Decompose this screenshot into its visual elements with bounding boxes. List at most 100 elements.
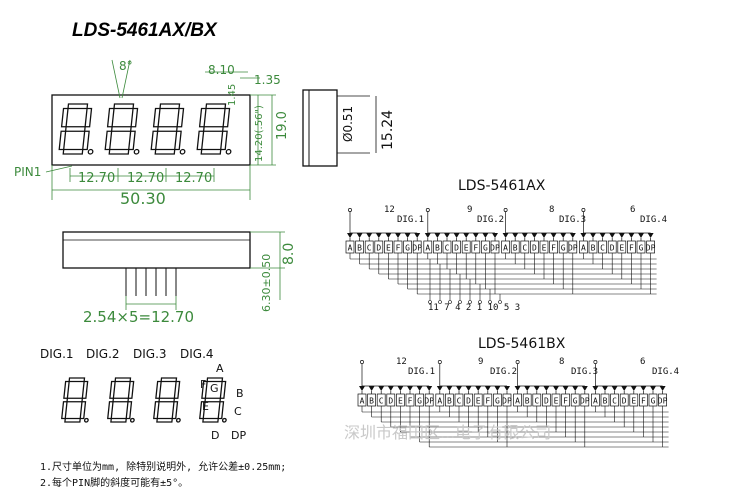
spacing-1: 12.70	[78, 171, 115, 186]
diode-mark	[560, 233, 567, 238]
small-dim-label: 1.45	[227, 84, 238, 106]
diode-mark	[531, 233, 538, 238]
diode-mark	[524, 386, 531, 391]
diode-mark	[514, 386, 521, 391]
diode-mark	[630, 386, 637, 391]
diode-mark	[533, 386, 540, 391]
diode-mark	[424, 233, 431, 238]
seg-label-e: E	[202, 400, 209, 413]
seg-cell-label: F	[629, 244, 634, 253]
diode-mark	[426, 386, 433, 391]
diode-mark	[553, 386, 559, 391]
diode-mark	[521, 233, 528, 238]
diode-mark	[482, 233, 489, 238]
seg-cell-label: B	[369, 397, 374, 406]
seg-cell-label: C	[600, 244, 605, 253]
diode-mark	[453, 233, 460, 238]
seg-cell-label: G	[483, 244, 488, 253]
seg-cell-label: E	[464, 244, 469, 253]
seg-label-g: G	[210, 382, 219, 395]
seg-label-f: F	[200, 378, 206, 391]
diode-mark	[446, 386, 453, 391]
layout-digit-3	[153, 377, 181, 423]
seg-cell-label: DP	[502, 397, 512, 406]
ax-dig-label-1: DIG.1	[397, 215, 424, 225]
diode-mark	[572, 386, 579, 391]
ax-dig-label-3: DIG.3	[559, 215, 586, 225]
seg-cell-label: D	[466, 397, 471, 406]
diode-mark	[650, 386, 656, 391]
seg-cell-label: B	[447, 397, 452, 406]
layout-digit-4	[199, 377, 227, 423]
seg-cell-label: DP	[646, 244, 656, 253]
diode-mark	[407, 386, 413, 391]
seg-cell-label: E	[542, 244, 547, 253]
front-digit-4	[196, 103, 232, 155]
seg-cell-label: D	[622, 397, 627, 406]
dig-label-1: DIG.1	[40, 347, 74, 361]
seg-cell-label: C	[612, 397, 617, 406]
seg-cell-label: E	[554, 397, 559, 406]
schematic-bx-title: LDS-5461BX	[478, 336, 566, 352]
pin-span-label: 2.54×5=12.70	[83, 308, 194, 326]
diode-mark	[465, 386, 472, 391]
seg-cell-label: A	[503, 244, 508, 253]
bx-dig-label-4: DIG.4	[652, 367, 679, 377]
diode-mark	[359, 386, 365, 391]
seg-cell-label: E	[619, 244, 624, 253]
seg-cell-label: DP	[658, 397, 668, 406]
seg-cell-label: G	[561, 244, 566, 253]
diode-mark	[456, 386, 462, 391]
seg-cell-label: A	[348, 244, 353, 253]
diode-mark	[659, 386, 666, 391]
seg-cell-label: A	[581, 244, 586, 253]
lead-height-label: 6.30±0.50	[260, 254, 273, 312]
seg-cell-label: F	[563, 397, 568, 406]
ax-dig-pin-2: 9	[467, 205, 472, 215]
pin1-label: PIN1	[14, 165, 41, 179]
diode-mark	[444, 233, 450, 238]
diode-mark	[368, 386, 375, 391]
seg-cell-label: D	[544, 397, 549, 406]
seg-cell-label: E	[476, 397, 481, 406]
diode-mark	[602, 386, 608, 391]
front-digit-3	[150, 103, 186, 155]
seg-cell-label: C	[367, 244, 372, 253]
pin-diameter-label: Ø0.51	[341, 106, 355, 142]
note-1: 1.尺寸单位为mm, 除特别说明外, 允许公差±0.25mm;	[40, 460, 286, 473]
diode-mark	[416, 386, 423, 391]
seg-cell-label: DP	[424, 397, 434, 406]
seg-label-c: C	[234, 405, 242, 418]
seg-cell-label: DP	[490, 244, 500, 253]
ax-dig-label-2: DIG.2	[477, 215, 504, 225]
digit-layout: DIG.1 DIG.2 DIG.3 DIG.4 A F G B E C D DP	[40, 347, 246, 442]
seg-cell-label: F	[641, 397, 646, 406]
seg-cell-label: B	[513, 244, 518, 253]
diode-mark	[592, 386, 599, 391]
front-view: 8° 8.10 1.35 1.45 14.20(.56") 19.0 PIN1 …	[14, 59, 290, 208]
diode-mark	[502, 233, 509, 238]
bx-dig-pin-2: 9	[478, 357, 483, 367]
diode-mark	[638, 233, 644, 238]
front-digit-1	[58, 103, 94, 155]
seg-cell-label: F	[485, 397, 490, 406]
gap-label: 1.35	[254, 73, 281, 87]
diode-mark	[647, 233, 654, 238]
bx-dig-pin-4: 6	[640, 357, 645, 367]
seg-cell-label: C	[379, 397, 384, 406]
seg-cell-label: F	[473, 244, 478, 253]
seg-cell-label: C	[457, 397, 462, 406]
diode-mark	[494, 386, 501, 391]
side-view: Ø0.51 15.24	[302, 89, 396, 167]
spacing-2: 12.70	[127, 171, 164, 186]
seg-label-a: A	[216, 362, 224, 375]
bx-dig-pin-3: 8	[559, 357, 564, 367]
bx-dig-label-3: DIG.3	[571, 367, 598, 377]
seg-cell-label: A	[593, 397, 598, 406]
note-2: 2.每个PIN脚的斜度可能有±5°。	[40, 476, 188, 489]
seg-cell-label: C	[445, 244, 450, 253]
seg-cell-label: G	[651, 397, 656, 406]
